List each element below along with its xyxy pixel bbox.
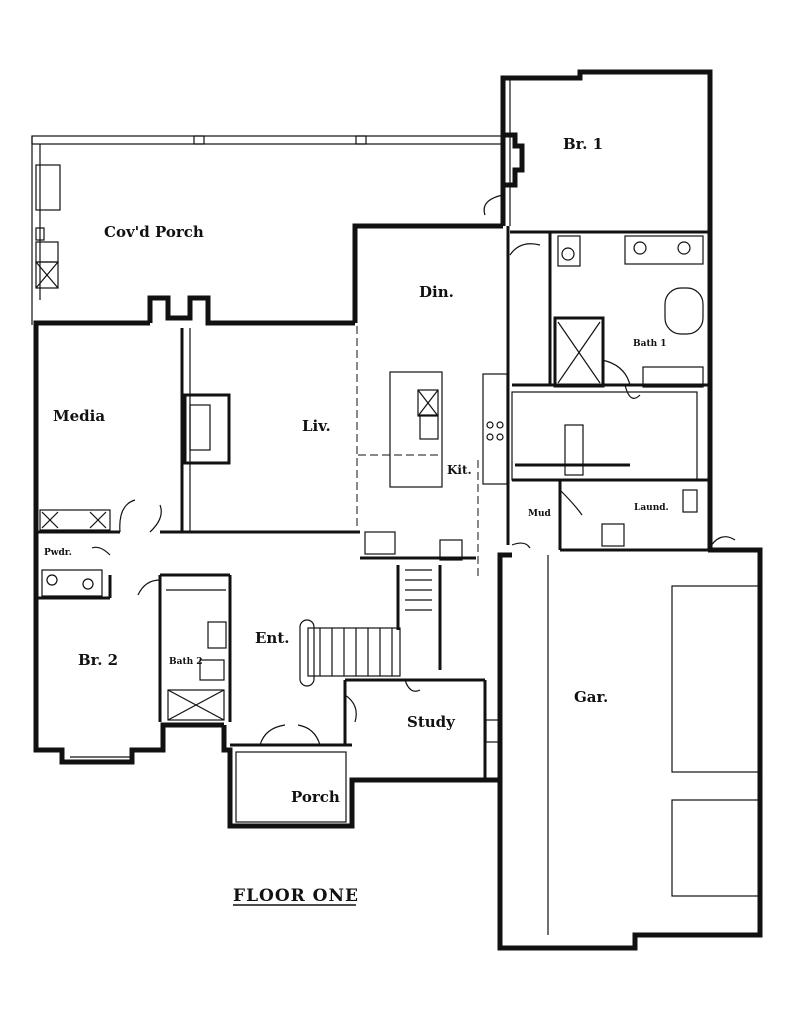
label-porch: Porch — [291, 788, 340, 806]
room-labels: Cov'd Porch Br. 1 Din. Bath 1 Media Liv.… — [44, 135, 669, 806]
label-gar: Gar. — [574, 688, 608, 706]
label-pwdr: Pwdr. — [44, 548, 72, 558]
label-covd-porch: Cov'd Porch — [104, 223, 204, 241]
interior-walls — [36, 226, 761, 897]
label-liv: Liv. — [302, 417, 331, 435]
label-media: Media — [53, 407, 105, 425]
label-laund: Laund. — [634, 503, 669, 513]
label-din: Din. — [419, 283, 454, 301]
label-br1: Br. 1 — [563, 135, 603, 153]
label-br2: Br. 2 — [78, 651, 118, 669]
label-kit: Kit. — [447, 463, 472, 477]
covered-porch-outline — [31, 135, 505, 325]
plan-title: FLOOR ONE — [233, 886, 359, 906]
label-ent: Ent. — [255, 629, 290, 647]
label-bath1: Bath 1 — [633, 339, 667, 349]
label-mud: Mud — [528, 509, 552, 519]
label-bath2: Bath 2 — [169, 657, 203, 667]
door-swings — [91, 194, 736, 746]
label-study: Study — [407, 713, 456, 731]
